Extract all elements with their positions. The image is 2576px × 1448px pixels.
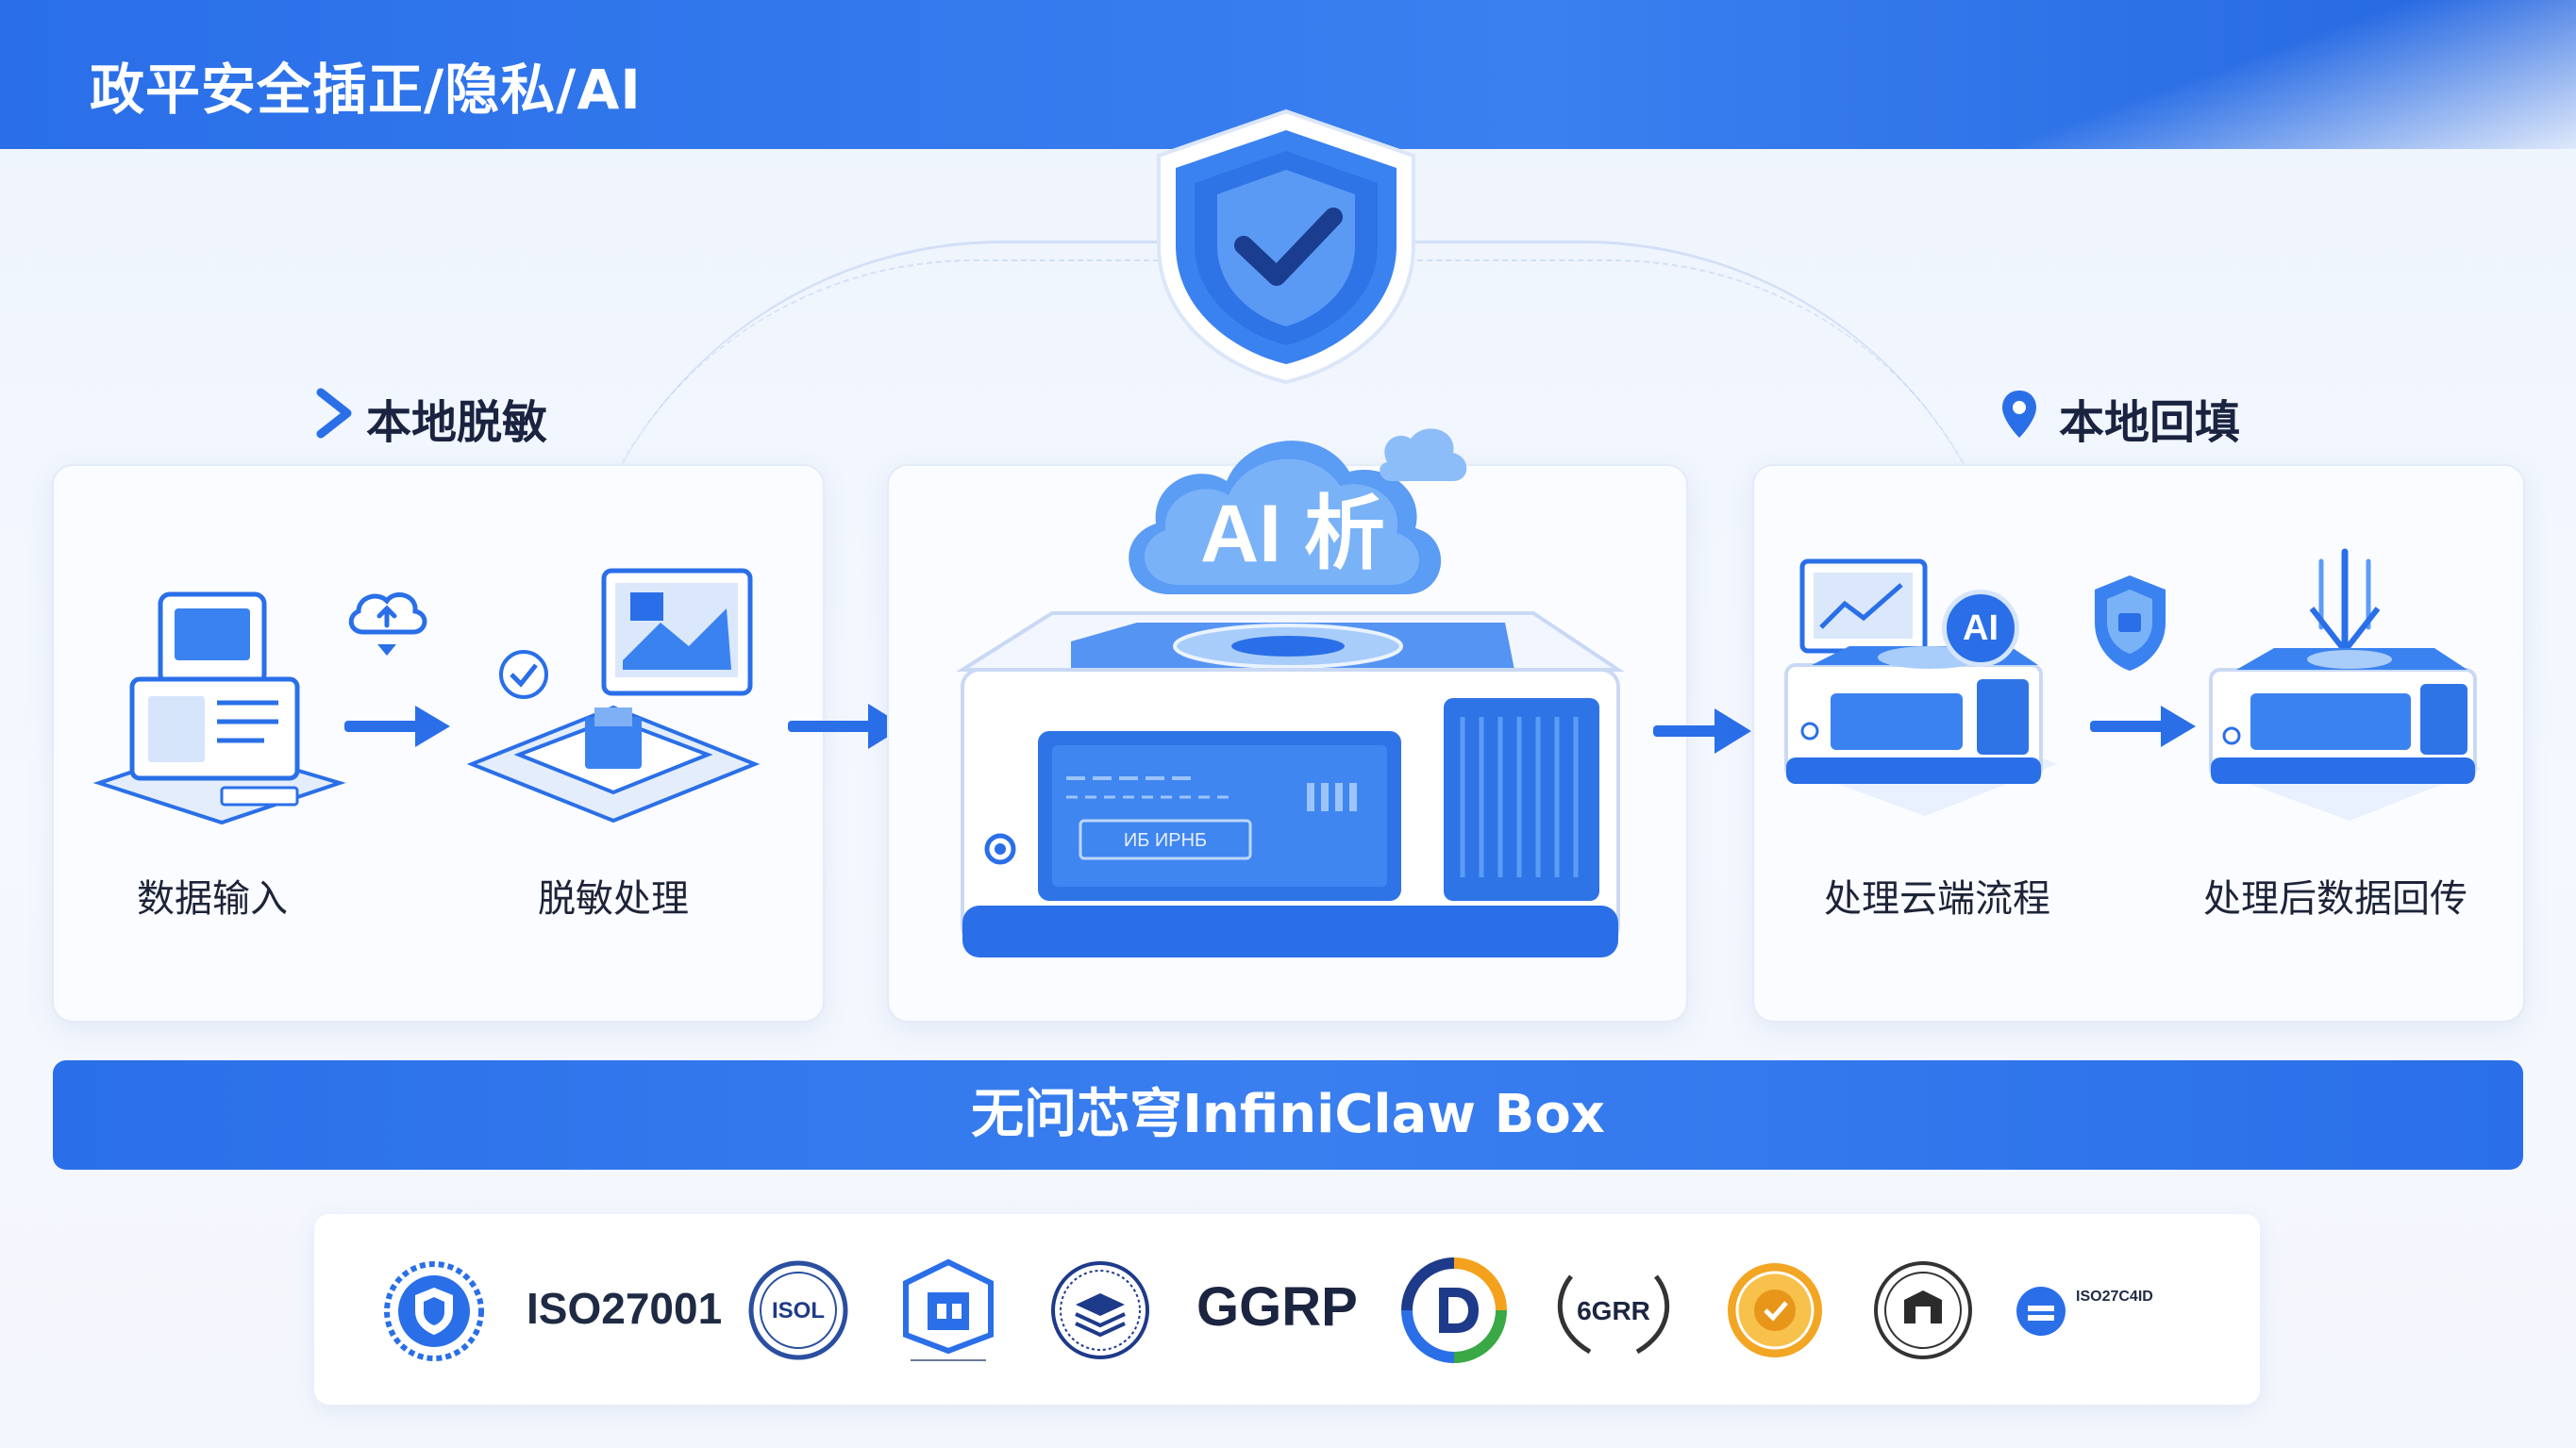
iso27001-label: ISO27001 — [527, 1284, 723, 1333]
section-title-local-backfill: 本地回填 — [2059, 396, 2241, 449]
device-screen-text: ИБ ИРНБ — [1124, 830, 1207, 851]
d-ring-logo-icon — [1401, 1257, 1507, 1363]
security-badge-icon — [384, 1261, 484, 1361]
ggrp-label: GGRP — [1196, 1276, 1358, 1338]
step-label-masking: 脱敏处理 — [538, 877, 689, 921]
flow-arrow-icon — [2090, 706, 2196, 747]
building-certificate-icon — [903, 1258, 994, 1361]
section-title-local-masking: 本地脱敏 — [366, 396, 548, 449]
masking-platform-icon — [466, 568, 761, 824]
header-fade — [2019, 0, 2576, 149]
flow-arrow-icon — [788, 704, 905, 749]
data-return-device-icon — [2208, 548, 2482, 821]
step-label-data-return: 处理后数据回传 — [2203, 877, 2467, 921]
gdpr-wreath-icon: 6GRR — [1557, 1274, 1670, 1355]
page-title: 政平安全插正/隐私/AI — [90, 58, 642, 122]
iso-seal-text: ISOL — [772, 1298, 825, 1323]
stack-seal-icon — [1051, 1261, 1149, 1359]
computer-terminal-icon — [92, 591, 346, 825]
iso-seal-icon: ISOL — [748, 1260, 848, 1360]
ai-badge: AI — [1942, 590, 2019, 667]
location-pin-icon — [2002, 391, 2036, 438]
step-label-cloud-process: 处理云端流程 — [1824, 877, 2050, 921]
flow-arrow-icon — [1653, 708, 1751, 754]
small-cert-icon — [2016, 1287, 2066, 1336]
infiniclaw-device-icon: ИБ ИРНБ — [956, 611, 1625, 957]
step-label-data-input: 数据输入 — [137, 877, 288, 921]
cloud-processing-device-icon — [1783, 558, 2057, 816]
flow-arrow-icon — [344, 706, 450, 747]
small-shield-icon — [2095, 575, 2166, 671]
ai-cloud-icon: AI 析 — [1129, 428, 1467, 594]
shield-check-icon — [1157, 108, 1415, 385]
gold-seal-icon — [1728, 1263, 1822, 1357]
cloud-upload-icon — [348, 591, 427, 656]
ai-cloud-label: AI 析 — [1200, 489, 1385, 579]
gdpr-wreath-text: 6GRR — [1577, 1296, 1650, 1325]
chevron-right-icon — [316, 388, 352, 439]
emblem-seal-icon — [1874, 1261, 1972, 1359]
ai-badge-label: AI — [1963, 608, 1999, 648]
product-bar-label: 无问芯穹InfiniClaw Box — [971, 1084, 1605, 1145]
product-bar: 无问芯穹InfiniClaw Box — [53, 1060, 2523, 1170]
small-cert-text: ISO27C4ID — [2076, 1289, 2153, 1305]
